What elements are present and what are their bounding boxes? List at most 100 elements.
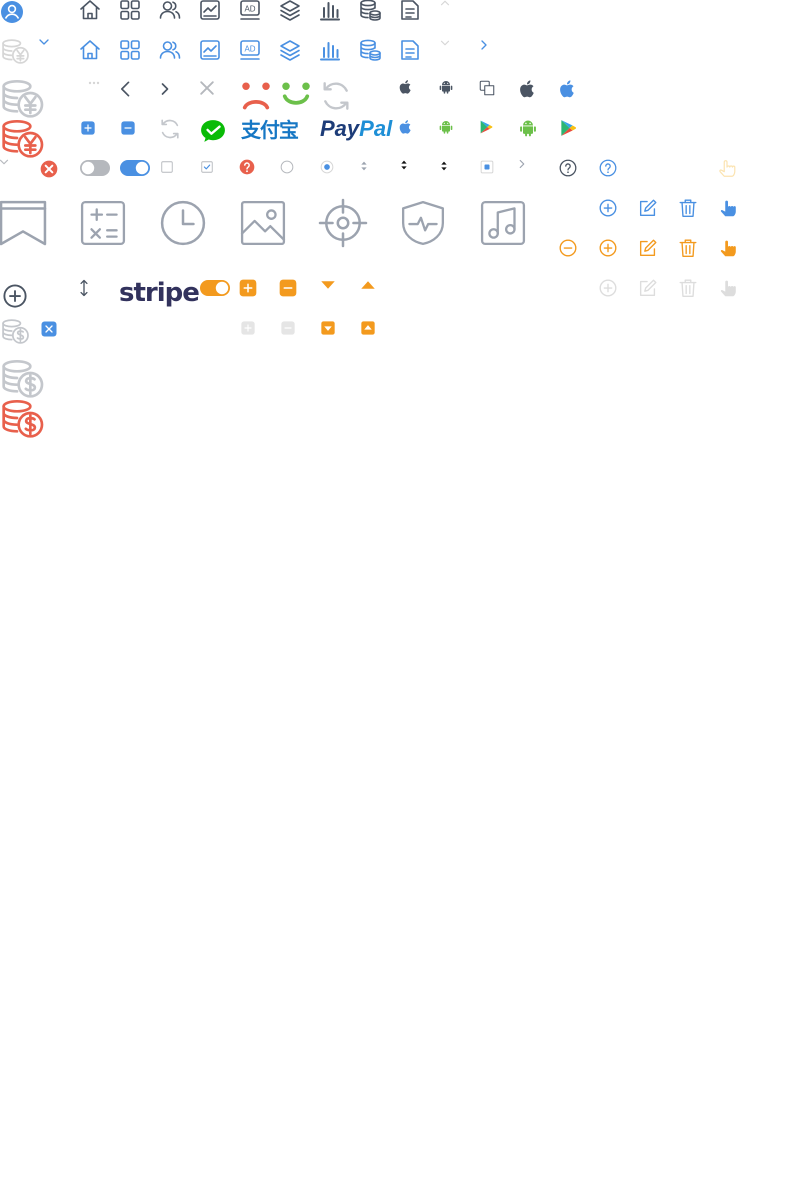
touch-icon[interactable] <box>717 277 739 299</box>
chevron-right-icon[interactable] <box>515 157 529 171</box>
add-circle-icon[interactable] <box>0 281 30 311</box>
coins-yen-icon <box>0 38 30 64</box>
ad-icon[interactable]: AD <box>238 38 262 62</box>
apple-icon <box>398 119 414 135</box>
layers-icon[interactable] <box>278 0 302 22</box>
plus-square-icon[interactable] <box>238 278 258 298</box>
user-avatar-icon[interactable] <box>0 0 24 24</box>
google-play-icon <box>558 117 578 139</box>
chevron-right-icon[interactable] <box>476 37 492 53</box>
sort-icon[interactable] <box>436 158 452 174</box>
users-icon[interactable] <box>158 0 182 22</box>
apple-icon <box>558 79 578 99</box>
chart-icon[interactable] <box>198 0 222 22</box>
radio-checked-icon[interactable] <box>317 157 337 177</box>
database-icon[interactable] <box>358 0 382 22</box>
chevron-up-icon[interactable] <box>438 0 452 10</box>
chart-icon[interactable] <box>198 38 222 62</box>
google-play-icon <box>478 119 494 135</box>
coins-dollar-icon <box>0 358 44 398</box>
minus-square-icon[interactable] <box>280 320 296 336</box>
delete-icon[interactable] <box>677 277 699 299</box>
ellipsis-icon <box>80 77 108 89</box>
users-icon[interactable] <box>158 38 182 62</box>
close-icon[interactable] <box>197 78 217 98</box>
add-circle-icon[interactable] <box>597 277 619 299</box>
android-icon <box>438 119 454 135</box>
minus-square-icon[interactable] <box>120 120 136 136</box>
checkbox-unchecked-icon[interactable] <box>158 158 176 176</box>
touch-outline-icon[interactable] <box>716 157 738 179</box>
delete-icon[interactable] <box>677 197 699 219</box>
svg-text:AD: AD <box>244 45 255 54</box>
android-icon <box>518 118 538 138</box>
minus-circle-icon[interactable] <box>557 237 579 259</box>
touch-icon[interactable] <box>717 237 739 259</box>
touch-icon[interactable] <box>717 197 739 219</box>
shield-pulse-icon <box>400 200 446 246</box>
music-icon <box>480 200 526 246</box>
happy-face-icon <box>280 80 312 110</box>
chevron-down-icon[interactable] <box>36 34 52 50</box>
paypal-pay-text: Pay <box>320 116 360 141</box>
toggle-off-icon[interactable] <box>80 156 110 180</box>
paypal-logo: PayPal <box>320 116 392 142</box>
calculator-icon <box>80 200 126 246</box>
chevron-left-icon[interactable] <box>116 78 136 100</box>
document-icon[interactable] <box>398 38 422 62</box>
coins-dollar-icon <box>0 318 30 344</box>
home-icon[interactable] <box>78 38 102 62</box>
add-circle-icon[interactable] <box>597 197 619 219</box>
toggle-on-icon[interactable] <box>120 156 150 180</box>
plus-square-icon[interactable] <box>80 120 96 136</box>
svg-text:AD: AD <box>244 5 255 14</box>
home-icon[interactable] <box>78 0 102 22</box>
radio-unchecked-icon[interactable] <box>277 157 297 177</box>
apple-icon <box>398 79 414 95</box>
wechat-pay-icon <box>199 118 227 144</box>
chevron-right-icon[interactable] <box>155 78 175 100</box>
minus-square-icon[interactable] <box>278 278 298 298</box>
checkbox-checked-icon[interactable] <box>198 158 216 176</box>
chevron-down-icon[interactable] <box>438 36 452 50</box>
ad-icon[interactable]: AD <box>238 0 262 22</box>
refresh-icon[interactable] <box>320 80 352 112</box>
chevron-down-icon[interactable] <box>0 155 11 169</box>
bar-chart-icon[interactable] <box>318 0 342 22</box>
edit-icon[interactable] <box>637 237 659 259</box>
caret-up-box-icon[interactable] <box>358 318 378 338</box>
android-icon <box>438 79 454 95</box>
edit-icon[interactable] <box>637 197 659 219</box>
grid-icon[interactable] <box>118 38 142 62</box>
bar-chart-icon[interactable] <box>318 38 342 62</box>
help-icon[interactable] <box>597 157 619 179</box>
sort-icon[interactable] <box>396 157 412 173</box>
sad-face-icon <box>240 80 272 110</box>
edit-icon[interactable] <box>637 277 659 299</box>
apple-icon <box>518 79 538 99</box>
sort-icon[interactable] <box>356 158 372 174</box>
copy-icon[interactable] <box>478 79 496 97</box>
toggle-on-icon[interactable] <box>200 276 230 300</box>
clock-icon <box>160 200 206 246</box>
help-icon[interactable] <box>557 157 579 179</box>
coins-yen-icon <box>0 118 44 158</box>
plus-square-icon[interactable] <box>240 320 256 336</box>
delete-icon[interactable] <box>677 237 699 259</box>
help-circle-icon[interactable] <box>236 156 258 178</box>
layers-icon[interactable] <box>278 38 302 62</box>
add-circle-icon[interactable] <box>597 237 619 259</box>
error-circle-icon[interactable] <box>39 159 59 179</box>
caret-up-icon[interactable] <box>358 276 378 294</box>
close-square-icon[interactable] <box>40 320 58 338</box>
grid-icon[interactable] <box>118 0 142 22</box>
caret-down-box-icon[interactable] <box>318 318 338 338</box>
document-icon[interactable] <box>398 0 422 22</box>
refresh-icon[interactable] <box>159 118 181 140</box>
database-icon[interactable] <box>358 38 382 62</box>
resize-vertical-icon[interactable] <box>74 278 94 298</box>
caret-down-icon[interactable] <box>318 276 338 294</box>
coins-yen-icon <box>0 78 44 118</box>
bookmark-icon <box>0 198 47 246</box>
radio-square-icon[interactable] <box>477 157 497 177</box>
